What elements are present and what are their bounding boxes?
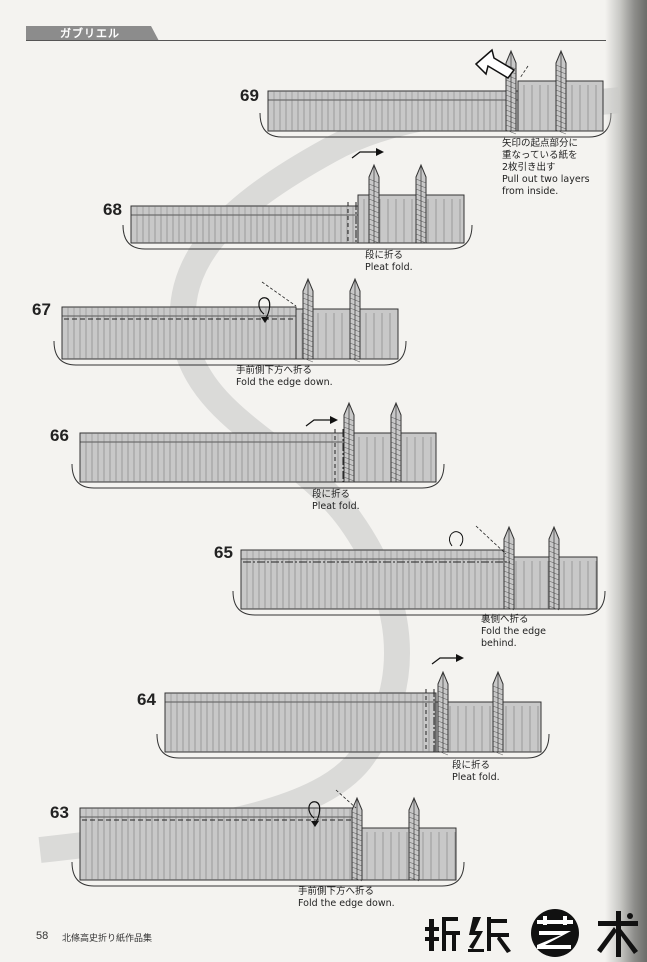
caption-line: behind. [481, 638, 517, 649]
caption-line: 矢印の起点部分に [502, 138, 579, 149]
model-body-left [61, 306, 297, 360]
caption-line: Pleat fold. [452, 772, 500, 783]
base-curve [53, 340, 407, 366]
caption-line: Fold the edge down. [236, 377, 333, 388]
caption-line: Pleat fold. [312, 501, 360, 512]
base-curve [71, 861, 465, 887]
step-65-caption: 裏側へ折る Fold the edge behind. [481, 614, 546, 650]
model-body-right [352, 827, 457, 881]
caption-line: 2枚引き出す [502, 162, 556, 173]
step-number-69: 69 [240, 86, 259, 105]
caption-line: Pull out two layers [502, 174, 590, 185]
model-body-left [130, 205, 359, 244]
tab-crease [349, 357, 361, 363]
caption-line: 段に折る [365, 250, 404, 261]
step-68-caption: 段に折る Pleat fold. [365, 250, 413, 274]
step-number-66: 66 [50, 426, 69, 445]
base-curve [232, 590, 606, 616]
model-body-left [240, 549, 511, 610]
caption-line: Fold the edge down. [298, 898, 395, 909]
fold-arrow [258, 297, 271, 321]
arrow-head [376, 148, 384, 156]
step-64-caption: 段に折る Pleat fold. [452, 760, 500, 784]
section-header-tab: ガブリエル [26, 26, 159, 41]
tab-crease [302, 357, 314, 363]
tab-crease [505, 129, 517, 135]
guide-line [475, 525, 507, 555]
step-67-caption: 手前側下方へ折る Fold the edge down. [236, 365, 333, 389]
pull-out-arrow [474, 48, 516, 79]
caption-line: 裏側へ折る [481, 614, 529, 625]
caption-line: 段に折る [312, 489, 351, 500]
tab-crease [437, 750, 449, 756]
arrow-head [330, 416, 338, 424]
book-gutter-shadow [605, 0, 647, 962]
section-title: ガブリエル [60, 27, 120, 40]
step-number-64: 64 [137, 690, 156, 709]
step-63-caption: 手前側下方へ折る Fold the edge down. [298, 886, 395, 910]
caption-line: Fold the edge [481, 626, 546, 637]
step-66-caption: 段に折る Pleat fold. [312, 489, 360, 513]
pleat-arrow [431, 657, 456, 665]
watermark-logo [425, 909, 638, 957]
guide-line [261, 281, 297, 307]
arrow-head [456, 654, 464, 662]
caption-line: 重なっている紙を [502, 150, 578, 161]
caption-line: 段に折る [452, 760, 491, 771]
guide-line [335, 789, 357, 809]
page-number: 58 [36, 930, 49, 942]
pleat-arrow [351, 151, 376, 159]
guide-line [519, 65, 529, 79]
caption-line: from inside. [502, 186, 559, 197]
step-number-67: 67 [32, 300, 51, 319]
fold-behind-arrow [449, 531, 464, 547]
model-body-left [79, 432, 346, 483]
caption-line: 手前側下方へ折る [298, 886, 375, 897]
pleat-arrow [305, 419, 330, 427]
arrow-head [311, 821, 319, 827]
model-body-left [267, 90, 519, 132]
fold-arrow [308, 801, 321, 825]
step-number-68: 68 [103, 200, 122, 219]
step-69-caption: 矢印の起点部分に 重なっている紙を 2枚引き出す Pull out two la… [502, 138, 590, 198]
tab-crease [555, 129, 567, 135]
arrow-head [261, 317, 269, 323]
model-body-left [164, 692, 437, 753]
model-body-right [435, 701, 542, 753]
step-number-63: 63 [50, 803, 69, 822]
base-curve [156, 733, 550, 759]
caption-line: 手前側下方へ折る [236, 365, 313, 376]
book-title: 北條高史折り紙作品集 [62, 934, 153, 944]
tab-crease [492, 750, 504, 756]
base-curve [71, 463, 445, 489]
model-body-left [79, 807, 354, 881]
caption-line: Pleat fold. [365, 262, 413, 273]
header-rule [26, 40, 606, 41]
base-curve [122, 224, 473, 250]
step-number-65: 65 [214, 543, 233, 562]
